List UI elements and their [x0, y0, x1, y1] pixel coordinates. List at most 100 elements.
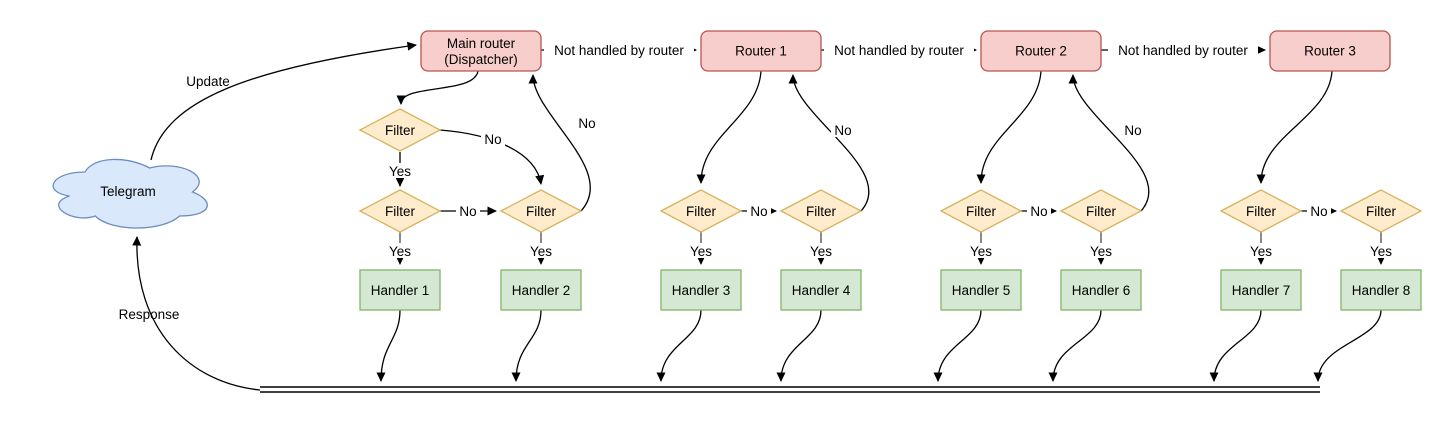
edge-router1-return-no [788, 74, 870, 212]
handler5-label: Handler 5 [952, 283, 1011, 298]
handler7-box [1220, 269, 1302, 311]
filter-diamond-5 [939, 189, 1023, 233]
no-label-router2-return: No [1121, 123, 1145, 138]
filter-label: Filter [806, 204, 837, 219]
no-label-router1-row: No [747, 204, 771, 219]
not-handled-text: Not handled by router [554, 43, 684, 58]
no-label-router1-return: No [831, 123, 855, 138]
filter-diamond-7 [1219, 189, 1303, 233]
no-label-topfilter-curve: No [481, 132, 505, 147]
yes-label-3: Yes [687, 243, 715, 259]
filter-diamond-6 [1059, 189, 1143, 233]
main-router-label-line2: (Dispatcher) [444, 52, 518, 67]
router1-label: Router 1 [735, 44, 787, 59]
handler2-label: Handler 2 [512, 283, 571, 298]
filter-diamond-2 [499, 189, 583, 233]
edge-router2-return-no [1068, 74, 1150, 212]
no-text: No [1030, 204, 1047, 219]
yes-text: Yes [530, 244, 552, 259]
handler8-box [1340, 269, 1422, 311]
handler4-label: Handler 4 [792, 283, 851, 298]
not-handled-text: Not handled by router [834, 43, 964, 58]
yes-text: Yes [1250, 244, 1272, 259]
handler7-label: Handler 7 [1232, 283, 1291, 298]
yes-text: Yes [389, 244, 411, 259]
yes-text: Yes [690, 244, 712, 259]
router1-box [700, 30, 822, 72]
edge-topfilter-no [439, 129, 545, 185]
no-text: No [834, 123, 851, 138]
handler6-label: Handler 6 [1072, 283, 1131, 298]
no-label-dispatcher-row: No [456, 204, 480, 219]
label-bg [544, 42, 694, 58]
edge-handler2-to-bus [511, 309, 542, 382]
label-bg [1108, 42, 1258, 58]
edge-router1-to-filter [696, 70, 762, 184]
edge-handler4-to-bus [776, 309, 822, 382]
yes-label-6: Yes [1087, 243, 1115, 259]
router2-label: Router 2 [1015, 44, 1067, 59]
not-handled-label-2: Not handled by router [824, 42, 974, 58]
handler8-label: Handler 8 [1352, 283, 1411, 298]
yes-label-1: Yes [386, 243, 414, 259]
not-handled-text: Not handled by router [1118, 43, 1248, 58]
yes-text: Yes [389, 164, 411, 179]
yes-label-7: Yes [1247, 243, 1275, 259]
yes-text: Yes [1370, 244, 1392, 259]
filter-label: Filter [966, 204, 997, 219]
router3-label: Router 3 [1304, 44, 1356, 59]
filter-label: Filter [385, 123, 416, 138]
filter-diamond-8 [1339, 189, 1423, 233]
handler1-box [359, 269, 441, 311]
edge-dispatcher-to-filter [396, 70, 479, 105]
yes-label-2: Yes [527, 243, 555, 259]
filter-label: Filter [1366, 204, 1397, 219]
no-text: No [459, 204, 476, 219]
handler2-box [500, 269, 582, 311]
router3-box [1269, 30, 1391, 72]
router2-box [980, 30, 1102, 72]
edge-labels: Update Response Not handled by router No… [119, 42, 1395, 322]
filter-label: Filter [1086, 204, 1117, 219]
yes-label-5: Yes [967, 243, 995, 259]
edge-router2-to-filter [976, 70, 1042, 184]
yes-label-topfilter: Yes [386, 163, 414, 179]
yes-label-8: Yes [1367, 243, 1395, 259]
handler3-box [660, 269, 742, 311]
filter-label: Filter [686, 204, 717, 219]
not-handled-label-1: Not handled by router [544, 42, 694, 58]
no-text: No [1310, 204, 1327, 219]
main-router-box [420, 30, 542, 72]
edge-handler6-to-bus [1048, 309, 1102, 382]
edge-update [150, 41, 417, 161]
edge-router3-to-filter [1256, 70, 1333, 184]
edge-handler7-to-bus [1209, 309, 1262, 382]
no-label-router3-row: No [1307, 204, 1331, 219]
no-text: No [1124, 123, 1141, 138]
handler1-label: Handler 1 [371, 283, 430, 298]
telegram-cloud-shape [52, 158, 208, 229]
no-label-dispatcher-return: No [575, 116, 599, 131]
filter-diamond-1 [358, 189, 442, 233]
no-label-router2-row: No [1027, 204, 1051, 219]
handler6-box [1060, 269, 1142, 311]
edges [132, 41, 1386, 393]
no-text: No [578, 116, 595, 131]
telegram-label: Telegram [100, 184, 156, 199]
yes-text: Yes [1090, 244, 1112, 259]
yes-text: Yes [970, 244, 992, 259]
filter-label: Filter [385, 204, 416, 219]
edge-response [132, 236, 261, 391]
no-text: No [484, 132, 501, 147]
filter-label: Filter [526, 204, 557, 219]
edge-handler8-to-bus [1313, 309, 1382, 382]
edge-dispatcher-return-no [528, 74, 591, 212]
label-bg [824, 42, 974, 58]
handler4-box [780, 269, 862, 311]
not-handled-label-3: Not handled by router [1108, 42, 1258, 58]
yes-label-4: Yes [807, 243, 835, 259]
update-label: Update [186, 74, 230, 89]
edge-handler3-to-bus [656, 309, 702, 382]
main-router-label-line1: Main router [447, 36, 516, 51]
